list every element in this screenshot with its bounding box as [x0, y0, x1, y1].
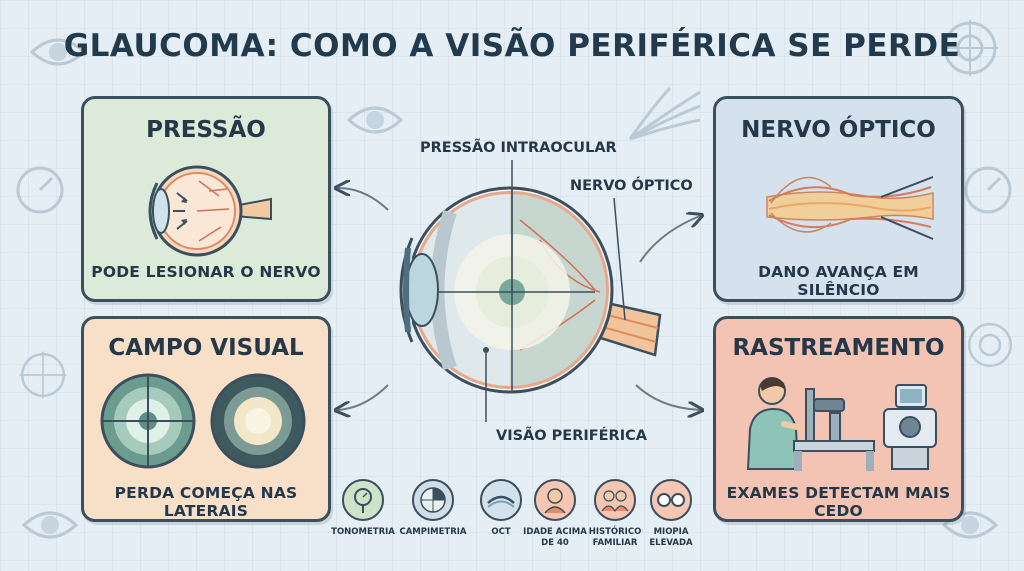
tunnel-visual-field-icon: [210, 373, 306, 469]
gauge-icon: [964, 166, 1012, 214]
oct-label: OCT: [491, 527, 511, 537]
visual-field-card-caption: PERDA COMEÇA NAS LATERAIS: [114, 484, 298, 520]
eye-icon: [346, 106, 404, 134]
perimetry-item: CAMPIMETRIA: [398, 479, 468, 538]
optic-nerve-card-caption: DANO AVANÇA EM SILÊNCIO: [758, 263, 919, 299]
eye-pressure-illustration: [148, 165, 272, 257]
intraocular-pressure-label: PRESSÃO INTRAOCULAR: [420, 140, 617, 156]
pressure-card-caption: PODE LESIONAR O NERVO: [91, 263, 321, 281]
page-title: GLAUCOMA: COMO A VISÃO PERIFÉRICA SE PER…: [63, 28, 961, 64]
oct-scan-icon: [480, 479, 522, 521]
optic-nerve-label: NERVO ÓPTICO: [570, 178, 693, 194]
visual-field-card-title: CAMPO VISUAL: [108, 335, 304, 361]
eye-icon: [21, 511, 79, 539]
family-icon: [594, 479, 636, 521]
perimetry-label: CAMPIMETRIA: [399, 527, 467, 537]
screening-card-title: RASTREAMENTO: [732, 335, 945, 361]
peripheral-vision-label: VISÃO PERIFÉRICA: [496, 428, 647, 444]
family-history-item: HISTÓRICO FAMILIAR: [580, 479, 650, 549]
tonometer-icon: [342, 479, 384, 521]
screening-card: RASTREAMENTO EXAMES DETECTAM MAIS CEDO: [713, 316, 964, 522]
pressure-card-title: PRESSÃO: [146, 117, 266, 143]
optic-nerve-illustration: [766, 176, 934, 240]
visual-field-card: CAMPO VISUAL PERDA COMEÇA NAS LATERAIS: [81, 316, 331, 522]
age-over-40-item: IDADE ACIMA DE 40: [520, 479, 590, 549]
person-icon: [534, 479, 576, 521]
eye-exam-illustration: [746, 377, 937, 471]
optic-nerve-card-title: NERVO ÓPTICO: [741, 117, 936, 143]
high-myopia-label: MIOPIA ELEVADA: [649, 527, 693, 548]
screening-card-caption: EXAMES DETECTAM MAIS CEDO: [726, 484, 951, 520]
target-icon: [942, 20, 998, 76]
tonometry-item: TONOMETRIA: [328, 479, 398, 538]
pressure-card: PRESSÃO PODE LESIONAR O NERVO: [81, 96, 331, 302]
visual-field-icon: [412, 479, 454, 521]
normal-visual-field-icon: [100, 373, 196, 469]
optic-nerve-card: NERVO ÓPTICO DANO AVANÇA EM SILÊNCIO: [713, 96, 964, 302]
age-over-40-label: IDADE ACIMA DE 40: [523, 527, 587, 548]
nerve-fiber-icon: [628, 86, 701, 141]
gauge-icon: [16, 166, 64, 214]
eye-cross-section-illustration: [399, 186, 662, 394]
oct-item: OCT: [466, 479, 536, 538]
target-icon: [19, 351, 67, 399]
family-history-label: HISTÓRICO FAMILIAR: [588, 527, 642, 548]
eye-icon: [29, 38, 87, 66]
tonometry-label: TONOMETRIA: [331, 527, 395, 537]
glasses-icon: [650, 479, 692, 521]
target-icon: [967, 322, 1013, 368]
high-myopia-item: MIOPIA ELEVADA: [636, 479, 706, 549]
